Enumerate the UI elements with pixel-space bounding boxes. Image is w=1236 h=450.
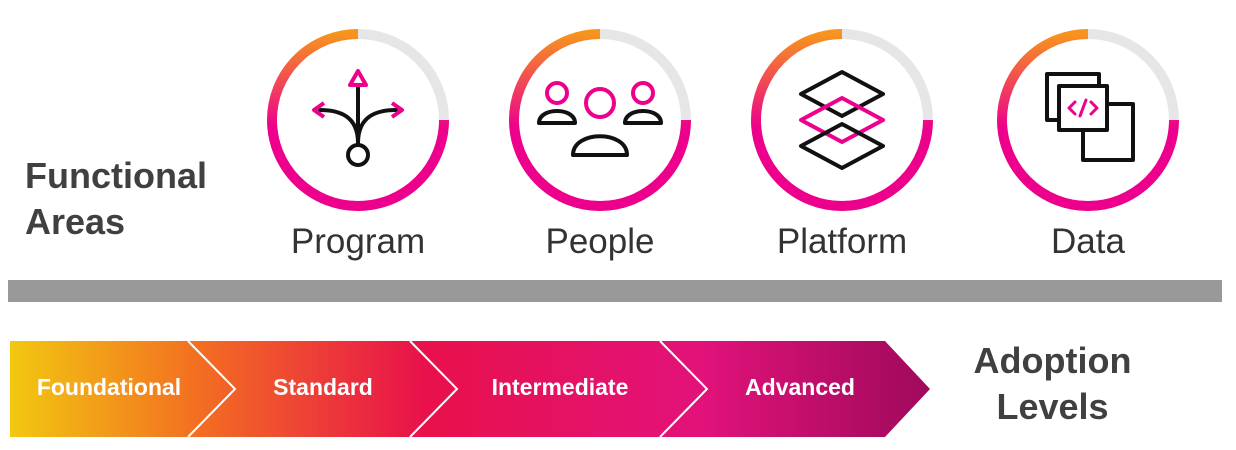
adoption-levels-chevrons <box>10 340 930 438</box>
area-label: Program <box>290 222 426 261</box>
chevron-separator <box>187 340 237 438</box>
progress-ring <box>267 29 449 211</box>
stacked-layers-icon <box>799 70 885 170</box>
area-label: People <box>545 222 655 261</box>
functional-areas-title: Functional Areas <box>25 155 207 242</box>
area-label: Data <box>1051 222 1125 261</box>
code-windows-icon <box>1045 72 1135 162</box>
level-intermediate: Intermediate <box>491 374 629 400</box>
progress-ring <box>997 29 1179 211</box>
adoption-levels-band <box>10 341 930 437</box>
functional-area-platform: Platform <box>742 20 942 270</box>
people-group-icon <box>537 81 663 157</box>
level-advanced: Advanced <box>745 374 855 400</box>
chevron-separator <box>659 340 709 438</box>
area-label: Platform <box>776 222 908 261</box>
section-divider <box>8 280 1222 302</box>
functional-area-data: Data <box>988 20 1188 270</box>
level-foundational: Foundational <box>36 374 182 400</box>
branching-arrows-icon <box>312 69 404 167</box>
progress-ring <box>509 29 691 211</box>
progress-ring <box>751 29 933 211</box>
functional-area-program: Program <box>258 20 458 270</box>
functional-area-people: People <box>500 20 700 270</box>
adoption-levels-title: Adoption Levels <box>973 340 1132 427</box>
chevron-separator <box>409 340 459 438</box>
level-standard: Standard <box>273 374 373 400</box>
